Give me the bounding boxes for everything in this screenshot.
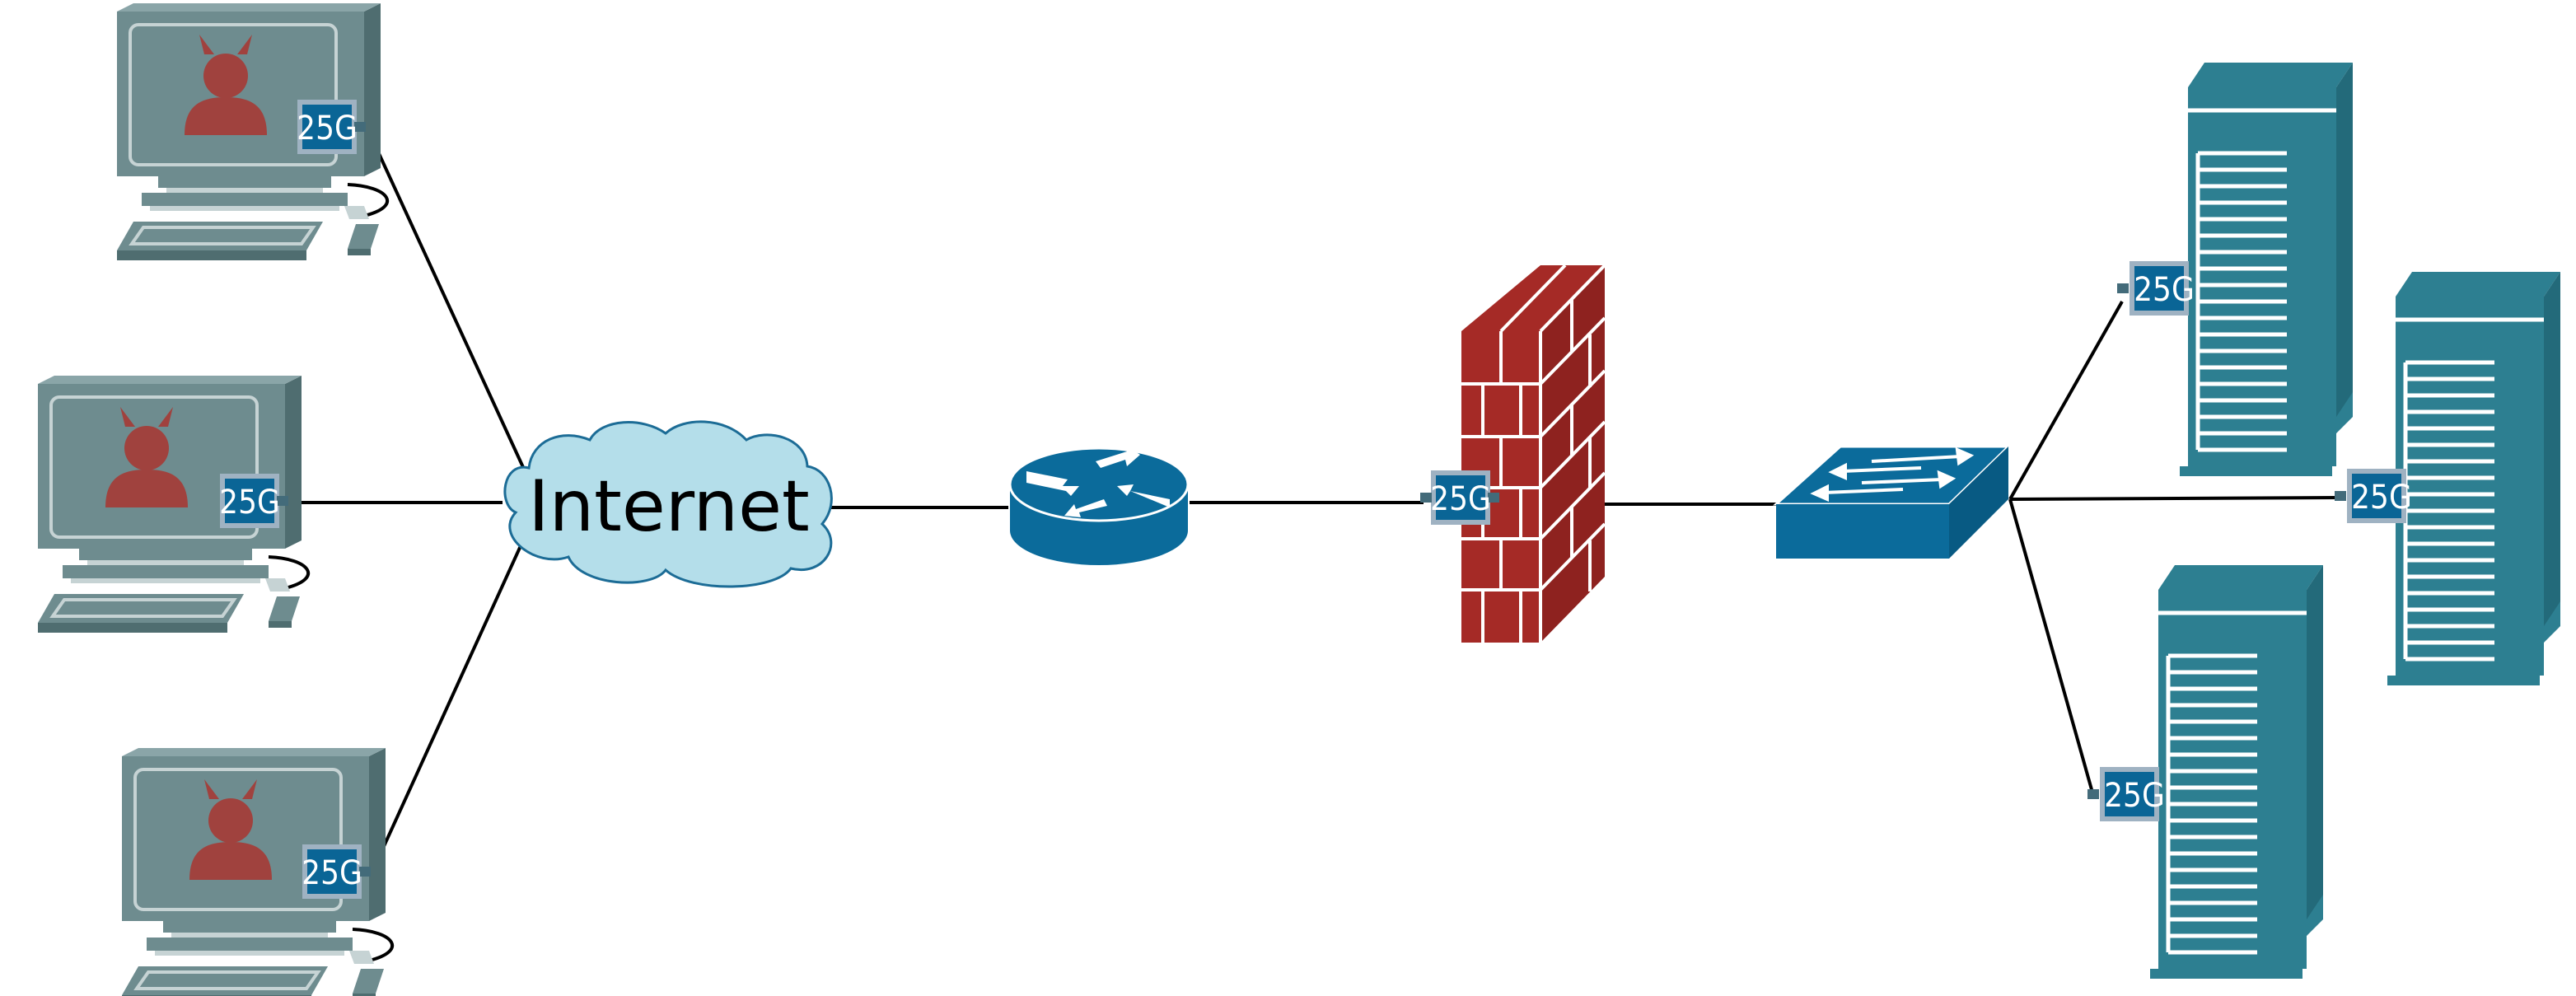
internet-cloud: Internet [503,420,833,588]
server-3: 25G [2087,565,2323,979]
server-tower-icon [2150,565,2323,979]
nic-label: 25G [2351,479,2412,517]
network-card-icon: 25G [2087,769,2165,819]
server-1: 25G [2117,63,2353,476]
internet-label: Internet [528,465,809,548]
router-icon [1008,445,1190,565]
router [1008,445,1190,565]
network-card-icon: 25G [2335,471,2412,521]
network-card-icon: 25G [2117,264,2195,313]
network-card-icon: 25G [297,102,366,152]
network-card-icon: 25G [302,847,371,896]
server-2: 25G [2335,272,2560,685]
server-tower-icon [2180,63,2353,476]
nic-label: 25G [302,854,362,892]
firewall: 25G [1420,264,1606,643]
server-tower-icon [2387,272,2560,685]
nic-label: 25G [1430,480,1491,518]
link-switch-server3 [2008,498,2094,793]
network-card-icon: 25G [1420,473,1499,522]
link-attacker1-internet [366,128,529,477]
switch [1773,445,2012,559]
nic-label: 25G [219,484,280,521]
link-attacker3-internet [371,531,529,872]
firewall-icon [1461,264,1606,643]
link-switch-server2 [2009,496,2340,501]
internet-cloud-icon [503,420,833,588]
attacker-computer-3: 25G [120,746,395,996]
attacker-computer-2: 25G [36,374,311,634]
attacker-computer-1: 25G [115,2,390,262]
network-card-icon: 25G [219,476,288,526]
nic-label: 25G [2134,271,2195,309]
nic-label: 25G [297,110,358,147]
switch-icon [1773,445,2012,559]
link-switch-server1 [2008,301,2124,500]
nic-label: 25G [2104,777,2165,815]
